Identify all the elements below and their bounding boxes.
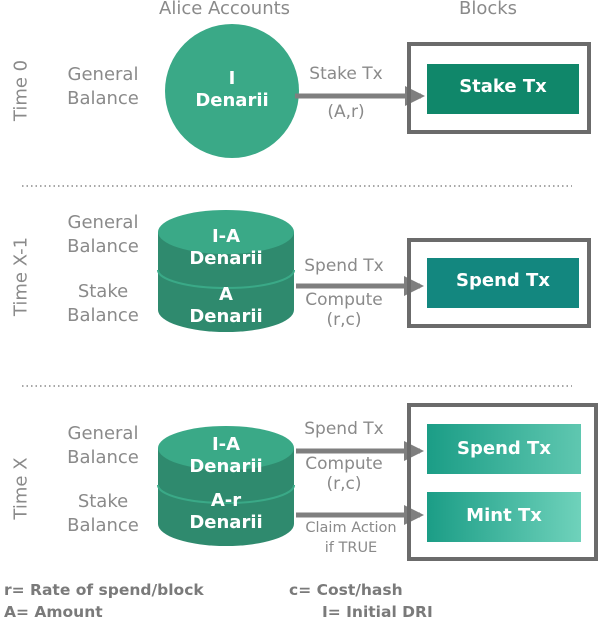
blocks-header: Blocks	[459, 0, 518, 19]
stake-tx-arrow-label: Stake Tx	[309, 64, 383, 84]
legend-a: A= Amount	[4, 603, 103, 621]
cylinder-body-2	[158, 448, 294, 546]
cylinder-top-label-2: I-A Denarii	[189, 434, 263, 477]
block-frame-1	[407, 238, 591, 328]
block-label-spend-tx-2: Spend Tx	[457, 438, 551, 459]
accounts-header: Alice Accounts	[159, 0, 291, 19]
block-mint-tx	[427, 492, 581, 542]
general-balance-circle	[165, 24, 299, 158]
legend-r: r= Rate of spend/block	[4, 581, 204, 599]
block-spend-tx-1	[427, 258, 579, 308]
time-label-1: Time X-1	[10, 236, 32, 317]
time-label-0: Time 0	[10, 59, 32, 122]
general-balance-label-0: General Balance	[67, 64, 139, 109]
claim-action-label: Claim Action if TRUE	[305, 520, 397, 556]
spend-tx-arrow-label-1: Spend Tx	[304, 256, 384, 276]
legend-c: c= Cost/hash	[289, 581, 403, 599]
cylinder-body-1	[158, 232, 294, 332]
cylinder-bottom-label-2: A-r Denarii	[189, 490, 263, 533]
spend-tx-arrow-label-2: Spend Tx	[304, 419, 384, 439]
block-label-mint-tx: Mint Tx	[466, 505, 542, 526]
cylinder-divider-1	[157, 269, 295, 289]
block-spend-tx-2	[427, 424, 581, 474]
cylinder-top-1	[158, 210, 294, 254]
general-balance-label-2: General Balance	[67, 423, 139, 468]
general-balance-label-1: General Balance	[67, 212, 139, 257]
stake-balance-label-1: Stake Balance	[67, 281, 139, 326]
block-label-stake-tx: Stake Tx	[459, 76, 547, 97]
cylinder-top-label-1: I-A Denarii	[189, 226, 263, 269]
block-stake-tx	[427, 64, 579, 114]
cylinder-top-2	[158, 426, 294, 470]
circle-label: I Denarii	[195, 68, 269, 111]
block-frame-0	[407, 42, 591, 134]
block-frame-2	[407, 403, 598, 561]
stake-tx-arrow-sub: (A,r)	[327, 102, 365, 122]
compute-label-2: Compute (r,c)	[305, 454, 383, 494]
compute-label-1: Compute (r,c)	[305, 290, 383, 330]
legend-i: I= Initial DRI	[322, 603, 433, 621]
time-label-2: Time X	[10, 457, 32, 520]
cylinder-divider-2	[157, 484, 295, 504]
block-label-spend-tx-1: Spend Tx	[456, 270, 550, 291]
cylinder-bottom-label-1: A Denarii	[189, 284, 263, 327]
stake-balance-label-2: Stake Balance	[67, 491, 139, 536]
